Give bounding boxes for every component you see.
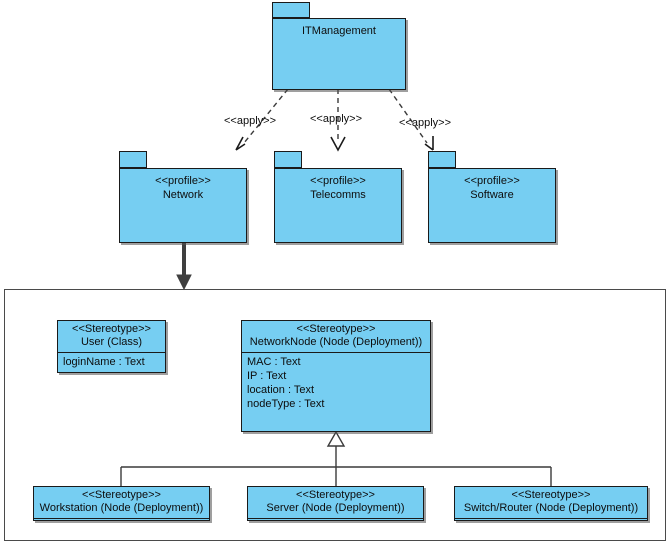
stereotype-box-switchrouter[interactable]: <<Stereotype>> Switch/Router (Node (Depl… bbox=[454, 486, 648, 521]
stereotype-workstation-keyword: <<Stereotype>> bbox=[82, 489, 161, 501]
stereotype-networknode-attributes: MAC : Text IP : Text location : Text nod… bbox=[242, 353, 430, 414]
package-tab-network bbox=[119, 151, 147, 168]
stereotype-box-server[interactable]: <<Stereotype>> Server (Node (Deployment)… bbox=[247, 486, 424, 521]
stereotype-networknode-header: <<Stereotype>> NetworkNode (Node (Deploy… bbox=[242, 321, 430, 353]
package-profile-software[interactable]: <<profile>> Software bbox=[428, 151, 558, 243]
apply-edge-software-arrowhead bbox=[424, 136, 434, 151]
stereotype-box-user[interactable]: <<Stereotype>> User (Class) loginName : … bbox=[57, 320, 166, 373]
apply-edge-software-line bbox=[388, 88, 428, 144]
stereotype-networknode-attribute-ip: IP : Text bbox=[247, 370, 287, 382]
stereotype-networknode-attribute-mac: MAC : Text bbox=[247, 356, 301, 368]
stereotype-networknode-name: NetworkNode (Node (Deployment)) bbox=[249, 336, 423, 348]
package-name-telecomms: Telecomms bbox=[310, 189, 366, 201]
stereotype-user-name: User (Class) bbox=[80, 336, 143, 348]
stereotype-switchrouter-name: Switch/Router (Node (Deployment)) bbox=[463, 502, 639, 514]
package-stereotype-software: <<profile>> bbox=[464, 175, 520, 187]
apply-edge-telecomms-arrowhead bbox=[330, 136, 346, 152]
stereotype-networknode-attribute-location: location : Text bbox=[247, 384, 315, 396]
stereotype-user-attribute-loginname: loginName : Text bbox=[63, 356, 145, 368]
stereotype-workstation-attributes bbox=[34, 519, 209, 536]
package-stereotype-network: <<profile>> bbox=[155, 175, 211, 187]
stereotype-workstation-name: Workstation (Node (Deployment)) bbox=[39, 502, 204, 514]
stereotype-networknode-keyword: <<Stereotype>> bbox=[296, 323, 376, 335]
package-tab-itmanagement bbox=[272, 2, 310, 18]
apply-label-software: <<apply>> bbox=[399, 117, 451, 129]
apply-edge-network-arrowhead bbox=[235, 136, 246, 151]
stereotype-user-header: <<Stereotype>> User (Class) bbox=[58, 321, 165, 353]
import-arrow-head bbox=[176, 274, 192, 291]
stereotype-box-networknode[interactable]: <<Stereotype>> NetworkNode (Node (Deploy… bbox=[241, 320, 431, 432]
stereotype-switchrouter-keyword: <<Stereotype>> bbox=[511, 489, 591, 501]
package-tab-software bbox=[428, 151, 456, 168]
package-name-software: Software bbox=[470, 189, 514, 201]
stereotype-switchrouter-attributes bbox=[455, 519, 647, 536]
stereotype-server-attributes bbox=[248, 519, 423, 536]
stereotype-user-attributes: loginName : Text bbox=[58, 353, 165, 372]
package-stereotype-telecomms: <<profile>> bbox=[310, 175, 366, 187]
stereotype-user-keyword: <<Stereotype>> bbox=[72, 323, 151, 335]
stereotype-networknode-attribute-nodetype: nodeType : Text bbox=[247, 398, 325, 410]
stereotype-server-keyword: <<Stereotype>> bbox=[296, 489, 375, 501]
package-body-software: <<profile>> Software bbox=[428, 168, 556, 243]
package-body-telecomms: <<profile>> Telecomms bbox=[274, 168, 402, 243]
package-profile-telecomms[interactable]: <<profile>> Telecomms bbox=[274, 151, 404, 243]
apply-label-network: <<apply>> bbox=[224, 115, 276, 127]
profile-content-frame bbox=[4, 289, 666, 541]
package-itmanagement[interactable]: ITManagement bbox=[272, 2, 410, 92]
package-profile-network[interactable]: <<profile>> Network bbox=[119, 151, 249, 243]
stereotype-box-workstation[interactable]: <<Stereotype>> Workstation (Node (Deploy… bbox=[33, 486, 210, 521]
package-tab-telecomms bbox=[274, 151, 302, 168]
package-name-network: Network bbox=[162, 189, 204, 201]
apply-label-telecomms: <<apply>> bbox=[310, 113, 362, 125]
stereotype-workstation-header: <<Stereotype>> Workstation (Node (Deploy… bbox=[34, 487, 209, 519]
package-body-network: <<profile>> Network bbox=[119, 168, 247, 243]
package-body-itmanagement: ITManagement bbox=[272, 18, 406, 90]
package-name-itmanagement: ITManagement bbox=[302, 25, 376, 37]
stereotype-switchrouter-header: <<Stereotype>> Switch/Router (Node (Depl… bbox=[455, 487, 647, 519]
stereotype-server-header: <<Stereotype>> Server (Node (Deployment)… bbox=[248, 487, 423, 519]
stereotype-server-name: Server (Node (Deployment)) bbox=[266, 502, 405, 514]
